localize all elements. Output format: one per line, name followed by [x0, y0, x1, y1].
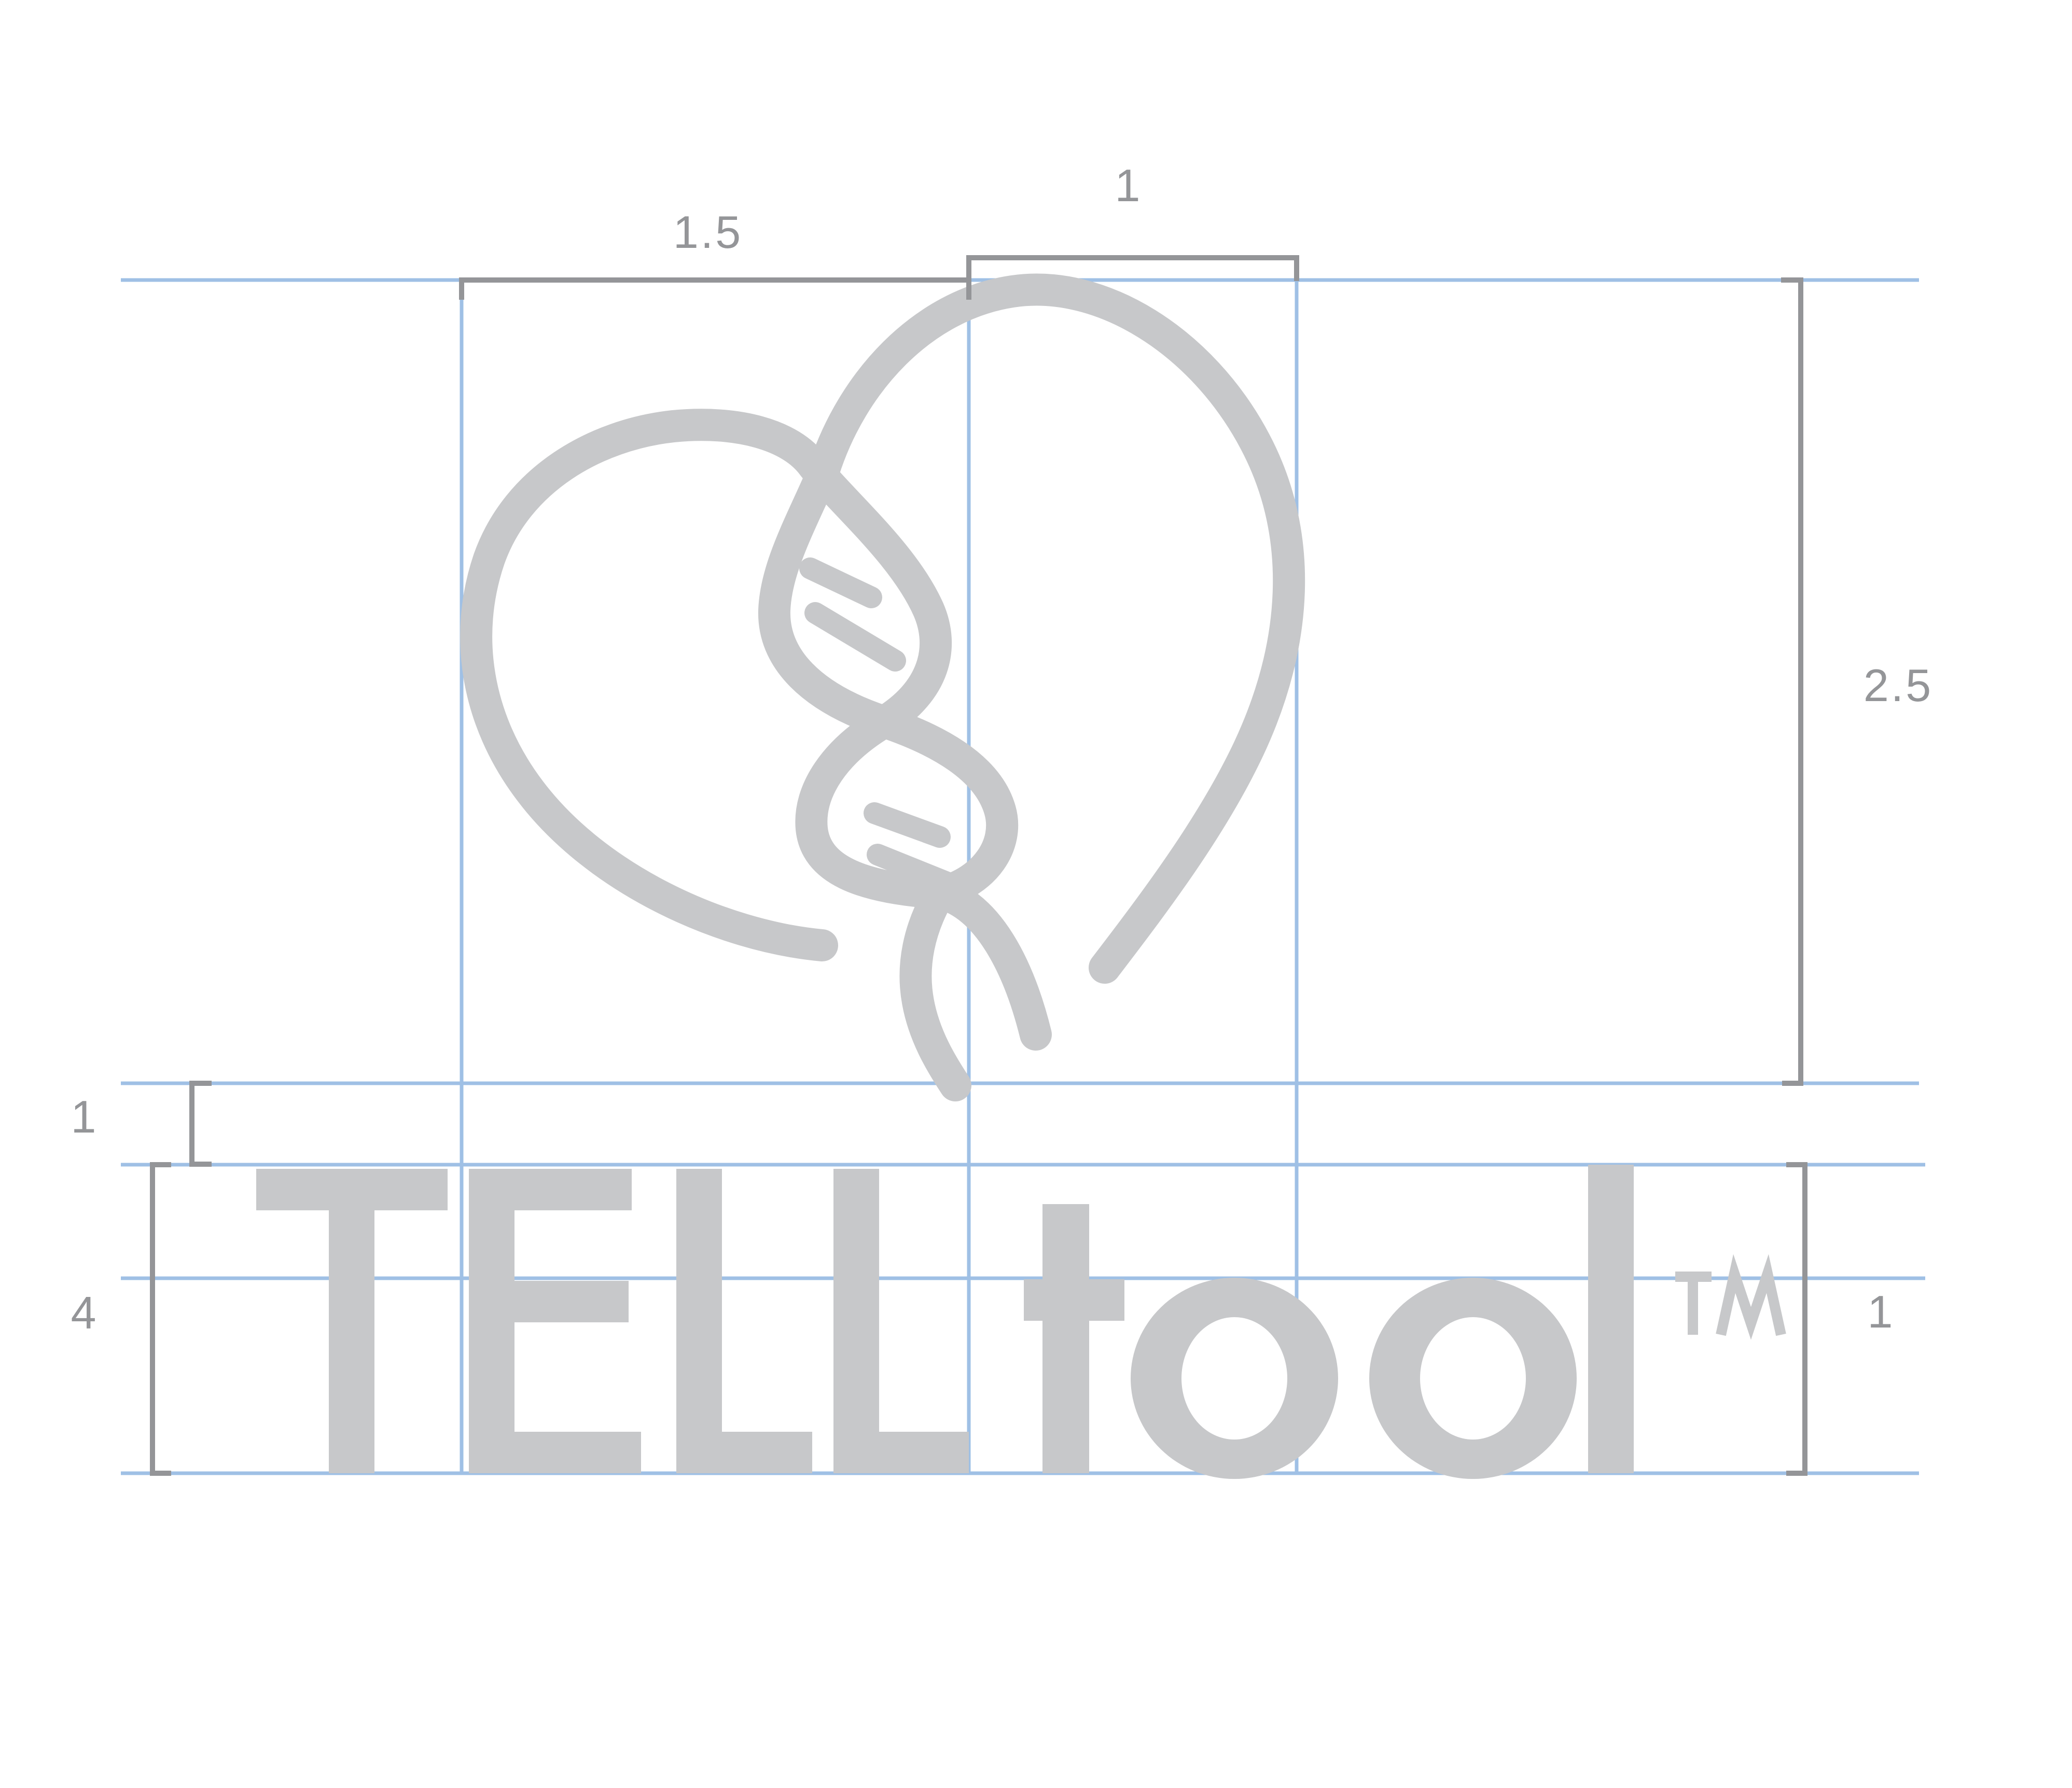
heart-left-lobe-strand: [460, 409, 1052, 1051]
wordmark-letter-l-stem: [1588, 1165, 1634, 1473]
dna-rung-1: [799, 557, 882, 608]
dimension-labels: 1.5 1 2.5 1 4 1: [71, 160, 1933, 1338]
bracket-tm-column-height: [1786, 1162, 1807, 1476]
bracket-icon-width-right: [966, 255, 1299, 300]
dimension-label-gap-height: 1: [71, 1091, 99, 1142]
dna-rung-4: [867, 844, 958, 893]
wordmark-letter-E-bot: [469, 1432, 641, 1473]
wordmark-letter-L2-foot: [833, 1432, 969, 1473]
wordmark-letter-L2-stem: [833, 1169, 879, 1473]
trademark-letter-M: [1716, 1254, 1786, 1340]
dna-rung-3: [864, 802, 951, 848]
bracket-icon-height: [1781, 277, 1803, 1086]
wordmark-letter-E-mid: [469, 1281, 629, 1322]
dimension-label-tm-column-height: 1: [1868, 1286, 1895, 1337]
dimension-label-icon-width-left: 1.5: [673, 206, 743, 258]
bracket-icon-width-left: [459, 277, 969, 300]
dimension-label-icon-width-right: 1: [1115, 160, 1143, 211]
wordmark-letter-E-top: [469, 1169, 632, 1210]
wordmark-letter-T-stem: [329, 1169, 374, 1473]
wordmark-letter-o1: [1131, 1278, 1338, 1479]
guide-lines: [121, 278, 1925, 1475]
heart-dna-icon: [460, 273, 1305, 1101]
trademark-letter-T: [1675, 1272, 1712, 1335]
wordmark-letter-L1-stem: [676, 1169, 722, 1473]
wordmark-letter-L1-foot: [676, 1432, 812, 1473]
wordmark-letter-t-bar: [1024, 1279, 1124, 1321]
dimension-brackets: [150, 255, 1807, 1476]
wordmark-letter-t-stem: [1042, 1204, 1089, 1473]
dimension-label-icon-height: 2.5: [1864, 660, 1933, 711]
wordmark-letter-o2: [1369, 1278, 1577, 1479]
bracket-wordmark-height: [150, 1162, 171, 1476]
wordmark: [256, 1165, 1634, 1479]
dimension-label-wordmark-height: 4: [71, 1287, 99, 1338]
bracket-gap-height: [189, 1081, 212, 1167]
dna-rung-2: [804, 602, 906, 672]
trademark-symbol: [1675, 1254, 1786, 1340]
heart-right-lobe-strand: [758, 273, 1305, 1101]
